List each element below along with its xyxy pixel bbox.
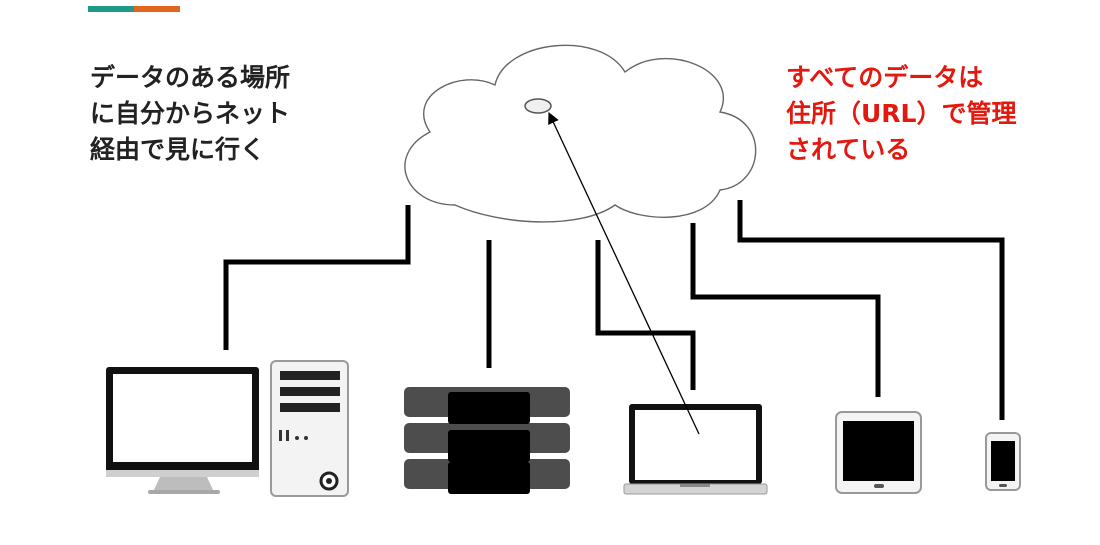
tablet-icon bbox=[835, 411, 922, 494]
accent-bar-teal bbox=[88, 6, 134, 12]
note-right-line-2: 住所（URL）で管理 bbox=[786, 99, 1017, 128]
cloud-icon bbox=[404, 44, 757, 223]
connection-line-smartphone bbox=[737, 200, 1005, 420]
accent-bar-orange bbox=[134, 6, 180, 12]
note-left-line-1: データのある場所 bbox=[90, 63, 291, 92]
desktop-monitor-icon bbox=[106, 367, 259, 494]
note-right-line-3: されている bbox=[786, 135, 911, 164]
note-right-line-1: すべてのデータは bbox=[786, 63, 984, 92]
laptop-icon bbox=[623, 404, 768, 495]
smartphone-icon bbox=[985, 432, 1021, 491]
note-access-via-network: データのある場所 に自分からネット 経由で見に行く bbox=[90, 60, 290, 168]
desktop-tower-icon bbox=[270, 360, 349, 497]
note-url-management: すべてのデータは 住所（URL）で管理 されている bbox=[786, 60, 1016, 168]
connection-line-tablet bbox=[690, 223, 881, 397]
connection-line-laptop bbox=[595, 240, 696, 390]
connection-line-desktop bbox=[223, 205, 411, 350]
access-arrow bbox=[548, 111, 700, 435]
note-left-line-2: に自分からネット bbox=[90, 99, 291, 128]
server-rack-icon bbox=[404, 387, 570, 494]
note-left-line-3: 経由で見に行く bbox=[90, 135, 266, 164]
url-address-icon bbox=[524, 98, 552, 114]
